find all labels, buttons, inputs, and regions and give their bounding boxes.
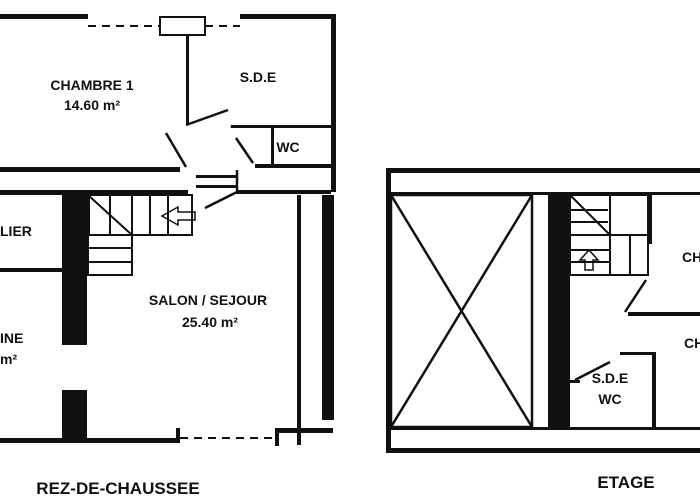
room-label-upper-wc: WC	[598, 391, 621, 407]
upper-floor-doors	[574, 279, 648, 382]
room-label-wc: WC	[276, 139, 299, 155]
room-label-chambre-1: CHAMBRE 1	[50, 77, 133, 93]
ground-floor-windows	[88, 16, 275, 439]
ground-floor-labels: CHAMBRE 1 14.60 m² S.D.E WC LIER SALON /…	[0, 69, 300, 367]
upper-floor-labels: CH CH S.D.E WC	[592, 249, 700, 407]
upper-floor-staircase	[569, 194, 649, 276]
room-area-chambre-1: 14.60 m²	[64, 97, 120, 113]
room-label-chambre-3: CH	[684, 335, 700, 351]
room-area-cuisine: m²	[0, 351, 17, 367]
stair-arrow-icon	[160, 205, 196, 227]
upper-floor-walls	[386, 168, 700, 453]
stair-arrow-up-icon	[578, 248, 600, 271]
ground-floor-caption: REZ-DE-CHAUSSEE	[36, 479, 199, 498]
room-label-cuisine: INE	[0, 330, 23, 346]
ground-floor-staircase	[87, 194, 196, 276]
ground-floor-plan: CHAMBRE 1 14.60 m² S.D.E WC LIER SALON /…	[0, 14, 336, 498]
room-label-upper-sde: S.D.E	[592, 370, 629, 386]
room-label-lier: LIER	[0, 223, 32, 239]
ground-floor-doors	[164, 108, 255, 210]
upper-floor-caption: ETAGE	[597, 473, 654, 492]
ground-floor-walls	[0, 14, 336, 446]
room-label-salon-sejour: SALON / SEJOUR	[149, 292, 267, 308]
upper-floor-void	[389, 193, 534, 429]
room-label-chambre-2: CH	[682, 249, 700, 265]
room-label-sde: S.D.E	[240, 69, 277, 85]
upper-floor-plan: CH CH S.D.E WC ETAGE	[386, 168, 700, 492]
room-area-salon-sejour: 25.40 m²	[182, 314, 238, 330]
